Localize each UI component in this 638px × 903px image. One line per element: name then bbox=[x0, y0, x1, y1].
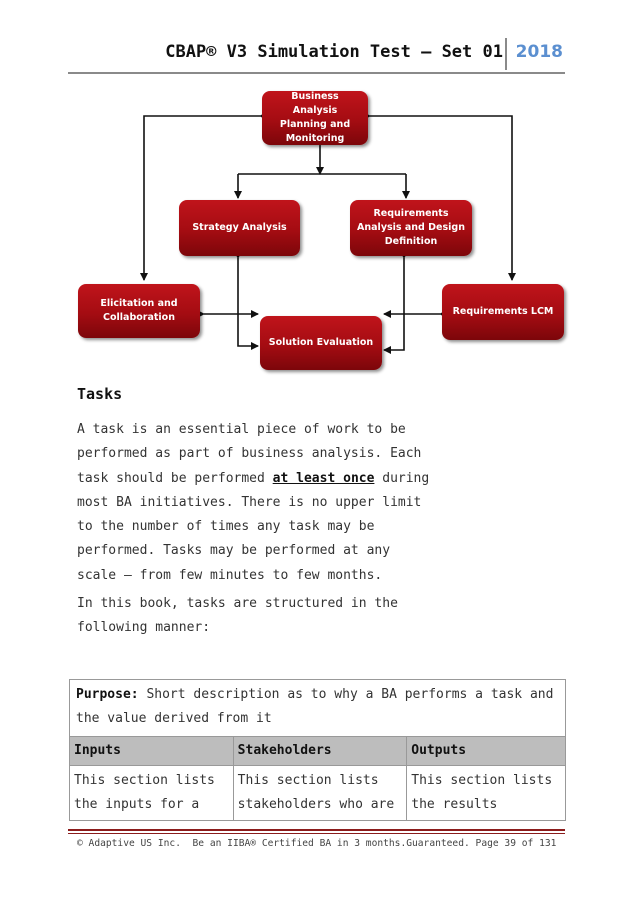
diagram-arrows bbox=[140, 112, 516, 354]
arrow-planning-lcm bbox=[363, 112, 516, 281]
arrow-requirements-evaluation bbox=[383, 251, 408, 354]
paragraph-text: during most BA initiatives. There is no … bbox=[77, 470, 430, 583]
purpose-cell: Purpose: Short description as to why a B… bbox=[69, 679, 566, 737]
purpose-text: Short description as to why a BA perform… bbox=[76, 687, 554, 726]
header-divider bbox=[505, 38, 507, 70]
cell-outputs: This section lists the results bbox=[406, 765, 566, 821]
box-requirements-analysis: Requirements Analysis and Design Definit… bbox=[350, 200, 472, 256]
paragraph-task-structure: In this book, tasks are structured in th… bbox=[77, 596, 398, 636]
box-solution-evaluation: Solution Evaluation bbox=[260, 316, 382, 370]
box-strategy-analysis: Strategy Analysis bbox=[179, 200, 300, 256]
section-heading-tasks: Tasks bbox=[77, 385, 123, 403]
box-planning-monitoring: Business Analysis Planning and Monitorin… bbox=[262, 91, 368, 145]
cell-inputs: This section lists the inputs for a bbox=[69, 765, 234, 821]
page-header: CBAP® V3 Simulation Test – Set 01 2018 bbox=[68, 38, 565, 74]
column-header-inputs: Inputs bbox=[69, 736, 234, 766]
emphasis-at-least-once: at least once bbox=[272, 470, 375, 486]
column-header-outputs: Outputs bbox=[406, 736, 566, 766]
paragraph-task-definition: A task is an essential piece of work to … bbox=[77, 418, 437, 588]
footer-divider bbox=[68, 829, 565, 831]
table-row: This section lists the inputs for a This… bbox=[69, 765, 566, 821]
arrow-planning-elicitation bbox=[140, 112, 267, 281]
column-header-stakeholders: Stakeholders bbox=[232, 736, 408, 766]
task-structure-table: Purpose: Short description as to why a B… bbox=[69, 679, 566, 821]
knowledge-areas-diagram: Business Analysis Planning and Monitorin… bbox=[76, 84, 568, 374]
footer-divider-thin bbox=[68, 833, 565, 834]
paragraph-text: A task is an essential piece of work to … bbox=[77, 422, 422, 486]
arrow-strategy-evaluation bbox=[234, 251, 259, 350]
table-header-row: Inputs Stakeholders Outputs bbox=[69, 736, 566, 766]
header-title: CBAP® V3 Simulation Test – Set 01 bbox=[165, 42, 503, 62]
cell-stakeholders: This section lists stakeholders who are bbox=[232, 765, 408, 821]
page-footer: © Adaptive US Inc. Be an IIBA® Certified… bbox=[77, 838, 557, 849]
purpose-label: Purpose: bbox=[76, 687, 139, 702]
box-elicitation-collaboration: Elicitation and Collaboration bbox=[78, 284, 200, 338]
box-requirements-lcm: Requirements LCM bbox=[442, 284, 564, 340]
header-year: 2018 bbox=[515, 42, 563, 62]
